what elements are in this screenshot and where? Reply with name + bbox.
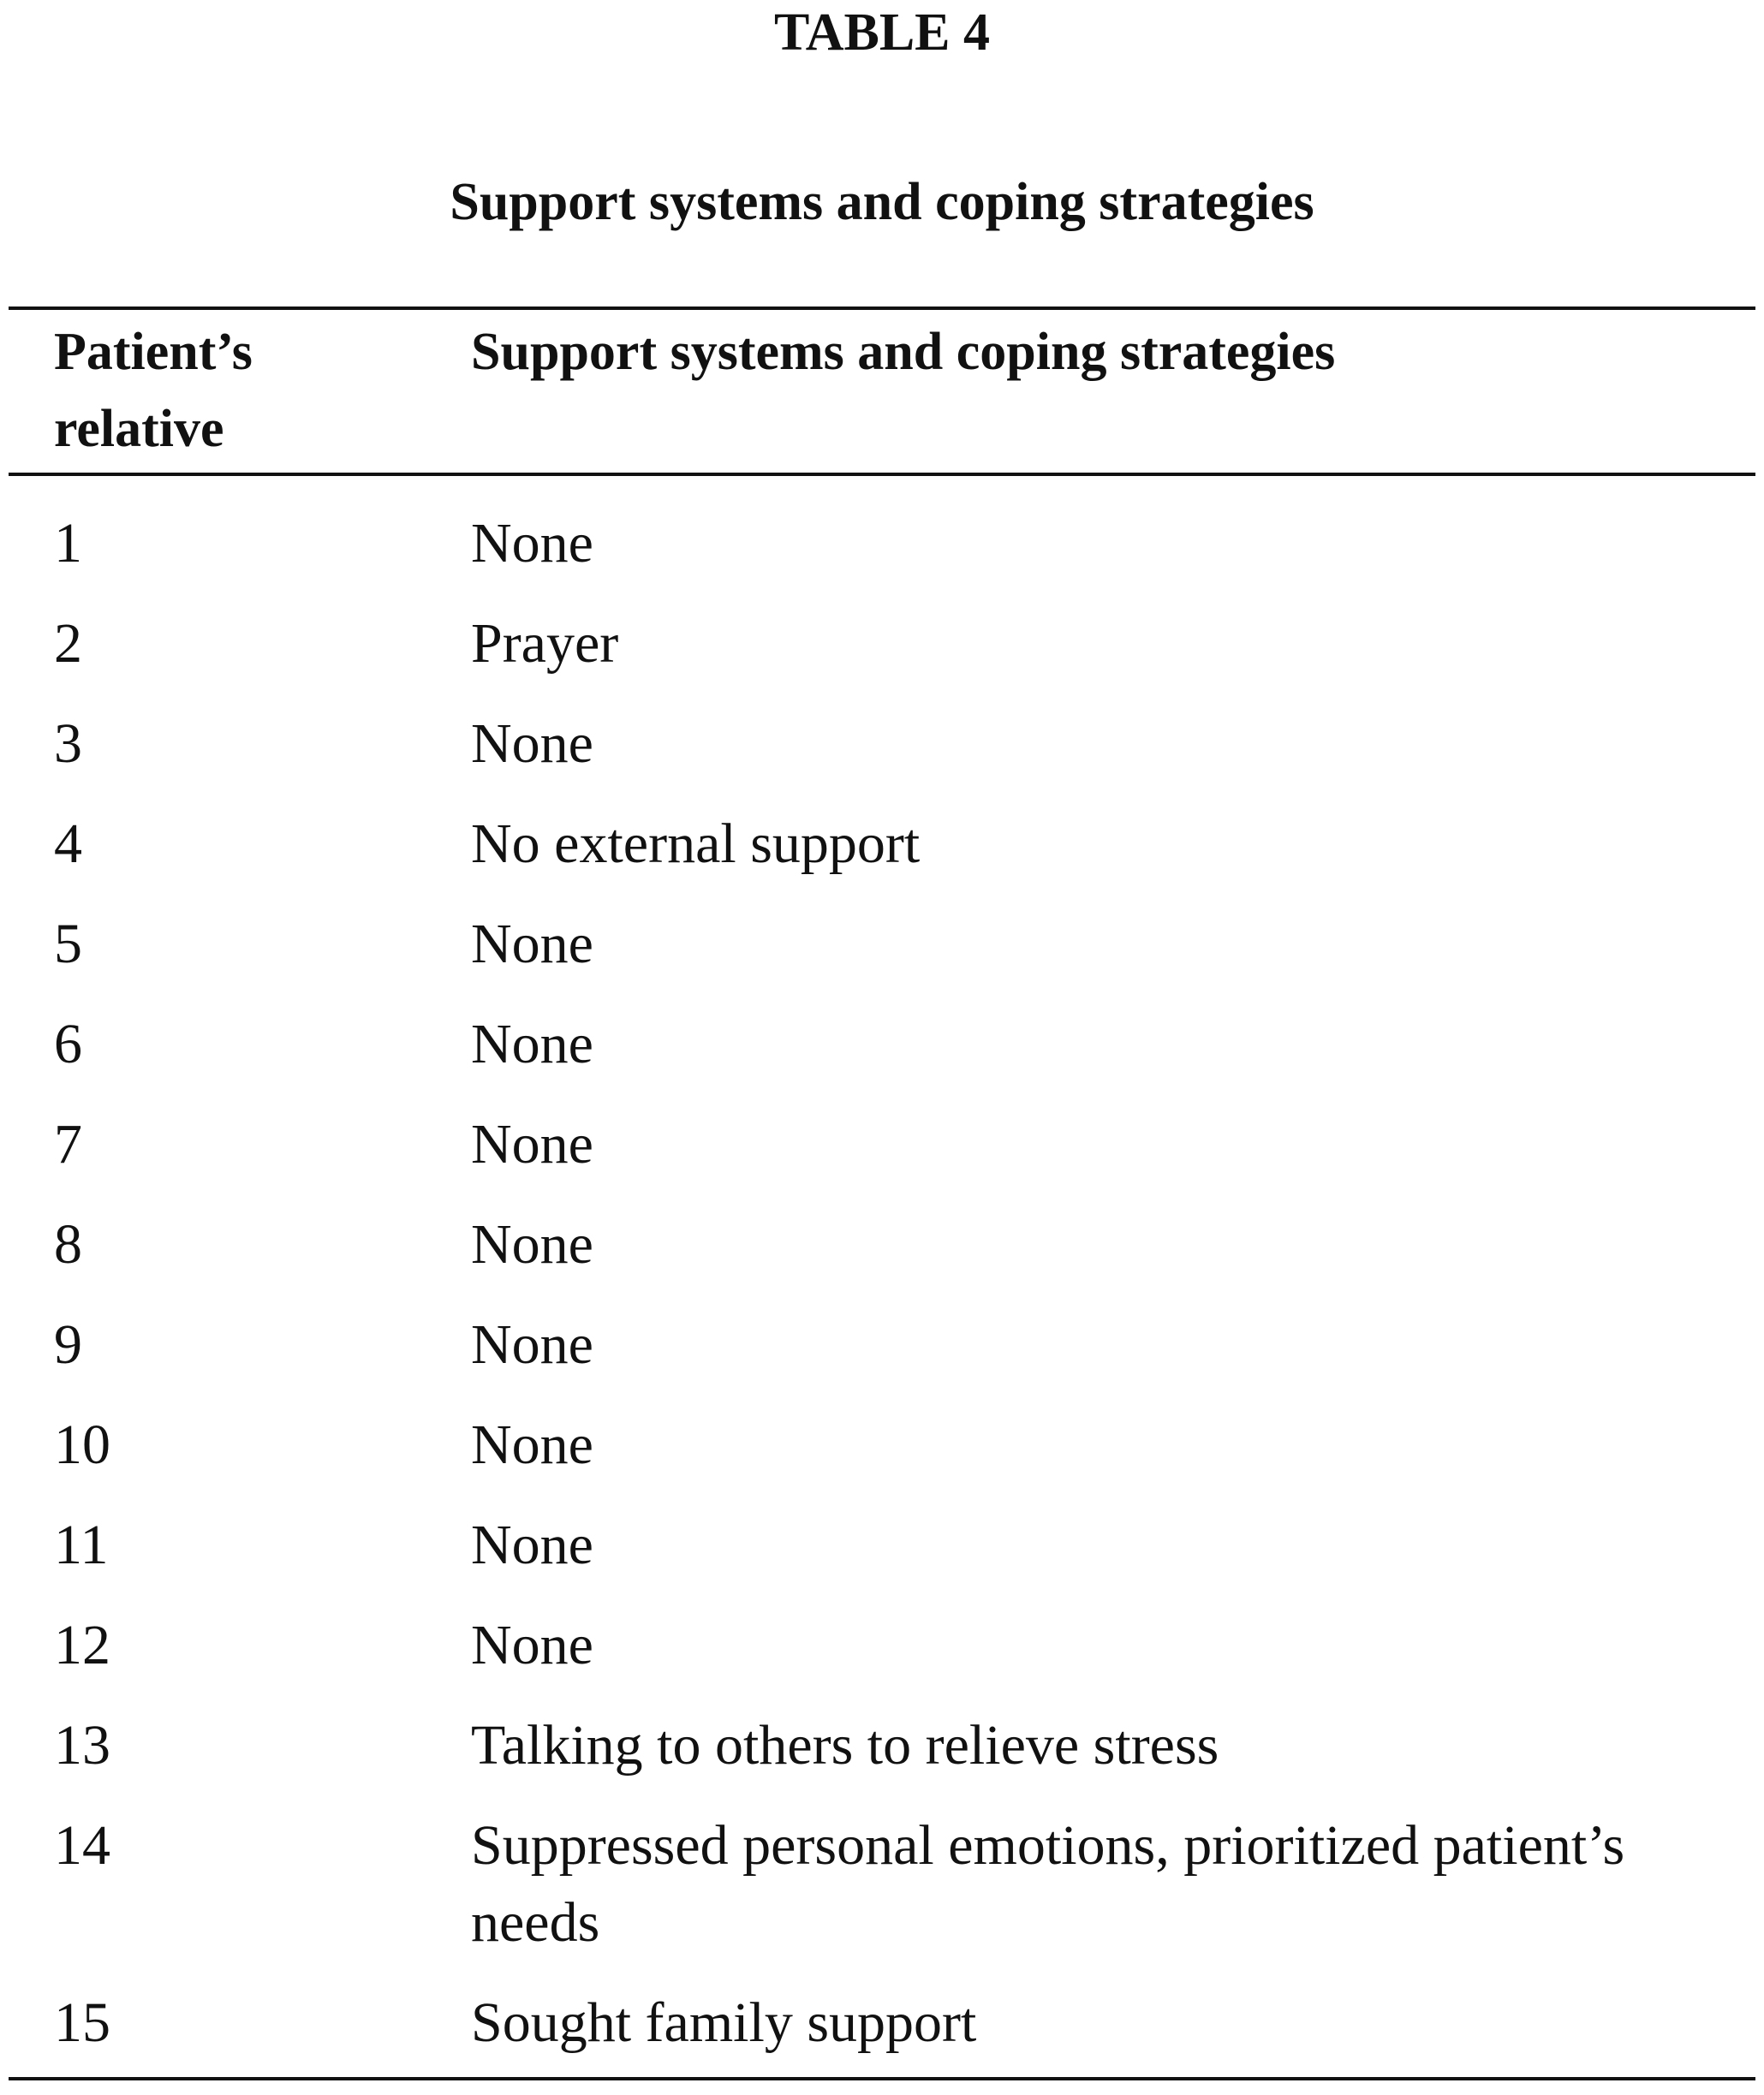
relative-number: 13 xyxy=(54,1714,110,1777)
table-bottom-rule xyxy=(9,2077,1755,2080)
strategy-text: None xyxy=(471,1514,593,1576)
relative-number: 15 xyxy=(54,1991,110,2054)
strategy-text: None xyxy=(471,512,593,574)
table-row: 1 None xyxy=(0,505,1764,605)
table-label: TABLE 4 xyxy=(773,3,991,62)
strategy-text: Talking to others to relieve stress xyxy=(471,1714,1219,1777)
table-row: 15 Sought family support xyxy=(0,1985,1764,2085)
header-support-strategies: Support systems and coping strategies xyxy=(471,323,1336,381)
table-header-rule xyxy=(9,473,1755,476)
table-row: 8 None xyxy=(0,1206,1764,1306)
table-row: 11 None xyxy=(0,1507,1764,1607)
table-row: 12 None xyxy=(0,1607,1764,1707)
table-row: 7 None xyxy=(0,1106,1764,1206)
table-row: 10 None xyxy=(0,1407,1764,1507)
header-patient-relative: Patient’s relative xyxy=(54,323,253,458)
strategy-text: None xyxy=(471,1414,593,1476)
strategy-text: None xyxy=(471,1313,593,1376)
table-row: 3 None xyxy=(0,705,1764,806)
table-row: 14 Suppressed personal emotions, priorit… xyxy=(0,1807,1764,1985)
table-header: Patient’s relative Support systems and c… xyxy=(0,313,1764,467)
table-body: 1 None 2 Prayer 3 None 4 No external sup… xyxy=(0,505,1764,2085)
strategy-text: None xyxy=(471,712,593,775)
strategy-text: None xyxy=(471,1113,593,1175)
relative-number: 2 xyxy=(54,612,82,675)
strategy-text: None xyxy=(471,1013,593,1075)
table-row: 6 None xyxy=(0,1006,1764,1106)
strategy-text: Prayer xyxy=(471,612,619,675)
relative-number: 8 xyxy=(54,1213,82,1276)
strategy-text: None xyxy=(471,1614,593,1676)
strategy-text: None xyxy=(471,913,593,975)
relative-number: 11 xyxy=(54,1514,109,1576)
relative-number: 7 xyxy=(54,1113,82,1175)
relative-number: 1 xyxy=(54,512,82,574)
relative-number: 6 xyxy=(54,1013,82,1075)
relative-number: 4 xyxy=(54,812,82,875)
strategy-text: None xyxy=(471,1213,593,1276)
strategy-text: Suppressed personal emotions, prioritize… xyxy=(471,1814,1625,1954)
relative-number: 5 xyxy=(54,913,82,975)
table-title: Support systems and coping strategies xyxy=(450,173,1314,231)
table-row: 2 Prayer xyxy=(0,605,1764,705)
strategy-text: No external support xyxy=(471,812,921,875)
table-row: 5 None xyxy=(0,906,1764,1006)
table-row: 4 No external support xyxy=(0,806,1764,906)
relative-number: 12 xyxy=(54,1614,110,1676)
strategy-text: Sought family support xyxy=(471,1991,977,2054)
relative-number: 14 xyxy=(54,1814,110,1877)
relative-number: 10 xyxy=(54,1414,110,1476)
relative-number: 3 xyxy=(54,712,82,775)
table-row: 9 None xyxy=(0,1306,1764,1407)
table-row: 13 Talking to others to relieve stress xyxy=(0,1707,1764,1807)
table-top-rule xyxy=(9,307,1755,310)
relative-number: 9 xyxy=(54,1313,82,1376)
